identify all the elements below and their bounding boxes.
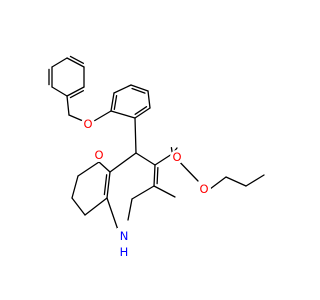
ring-double xyxy=(103,174,108,196)
propyl-bond xyxy=(245,174,265,187)
atom-o-ether: O xyxy=(81,117,95,131)
ketone-c-bond xyxy=(98,161,111,173)
ester-c-bond xyxy=(154,153,173,166)
ring-bond xyxy=(109,152,137,173)
aryl-ring-bond xyxy=(110,92,115,112)
atom-o-ketone-label: O xyxy=(94,148,103,162)
ring-bond xyxy=(106,171,111,199)
bond-lines xyxy=(48,55,265,231)
cyclo-bond xyxy=(71,197,86,216)
structure-diagram: O O O O N H xyxy=(48,55,265,259)
atom-o-ester-alkoxy-label: O xyxy=(199,182,208,196)
atom-h-label: H xyxy=(120,245,129,259)
aryl-c4-bond xyxy=(134,117,137,154)
ring-bond-hidden xyxy=(127,198,133,221)
benzyl-ring-bond xyxy=(66,86,85,97)
aryl-ring-double xyxy=(131,87,146,94)
aryl-ring-bond xyxy=(134,107,151,119)
aryl-ring-double xyxy=(113,95,118,110)
cyclo-bond xyxy=(71,175,79,199)
ch2-o-bond xyxy=(68,114,84,122)
ch2-bond xyxy=(66,95,70,116)
aryl-ring-bond xyxy=(130,84,149,92)
atom-nh: N H xyxy=(117,228,131,259)
atom-o-ether-label: O xyxy=(83,117,92,131)
atom-o-ester-alkoxy: O xyxy=(197,182,211,196)
ring-bond xyxy=(131,185,155,200)
ring-double xyxy=(156,167,159,185)
atom-o-ester-carbonyl: O xyxy=(170,150,184,164)
atom-o-ketone: O xyxy=(92,148,106,162)
aryl-ring-bond xyxy=(147,90,151,109)
atom-n-label: N xyxy=(120,229,129,243)
atom-labels: O O O O N H xyxy=(81,117,211,259)
benzyl-ring-double xyxy=(69,55,85,64)
cyclo-bond xyxy=(77,161,100,177)
ring-bond xyxy=(135,152,156,166)
benzyl-ring-bond xyxy=(51,86,68,97)
benzyl-ring-bond xyxy=(51,57,68,68)
aryl-ring-bond xyxy=(110,110,136,119)
ring-bond xyxy=(153,164,156,187)
aryl-ring-double xyxy=(134,106,148,115)
cyclo-bond xyxy=(84,197,108,216)
atom-o-ester-carbonyl-label: O xyxy=(172,150,181,164)
ring-bond xyxy=(106,197,119,231)
aryl-ring-bond xyxy=(113,84,132,94)
methyl-bond xyxy=(153,185,176,198)
o-aryl-bond xyxy=(93,110,112,122)
benzyl-ring-bond xyxy=(66,57,85,68)
benzyl-ring-double xyxy=(69,90,85,99)
propyl-bond xyxy=(225,176,247,187)
propyl-bond xyxy=(209,176,227,190)
molecule-figure: O O O O N H xyxy=(48,55,265,259)
